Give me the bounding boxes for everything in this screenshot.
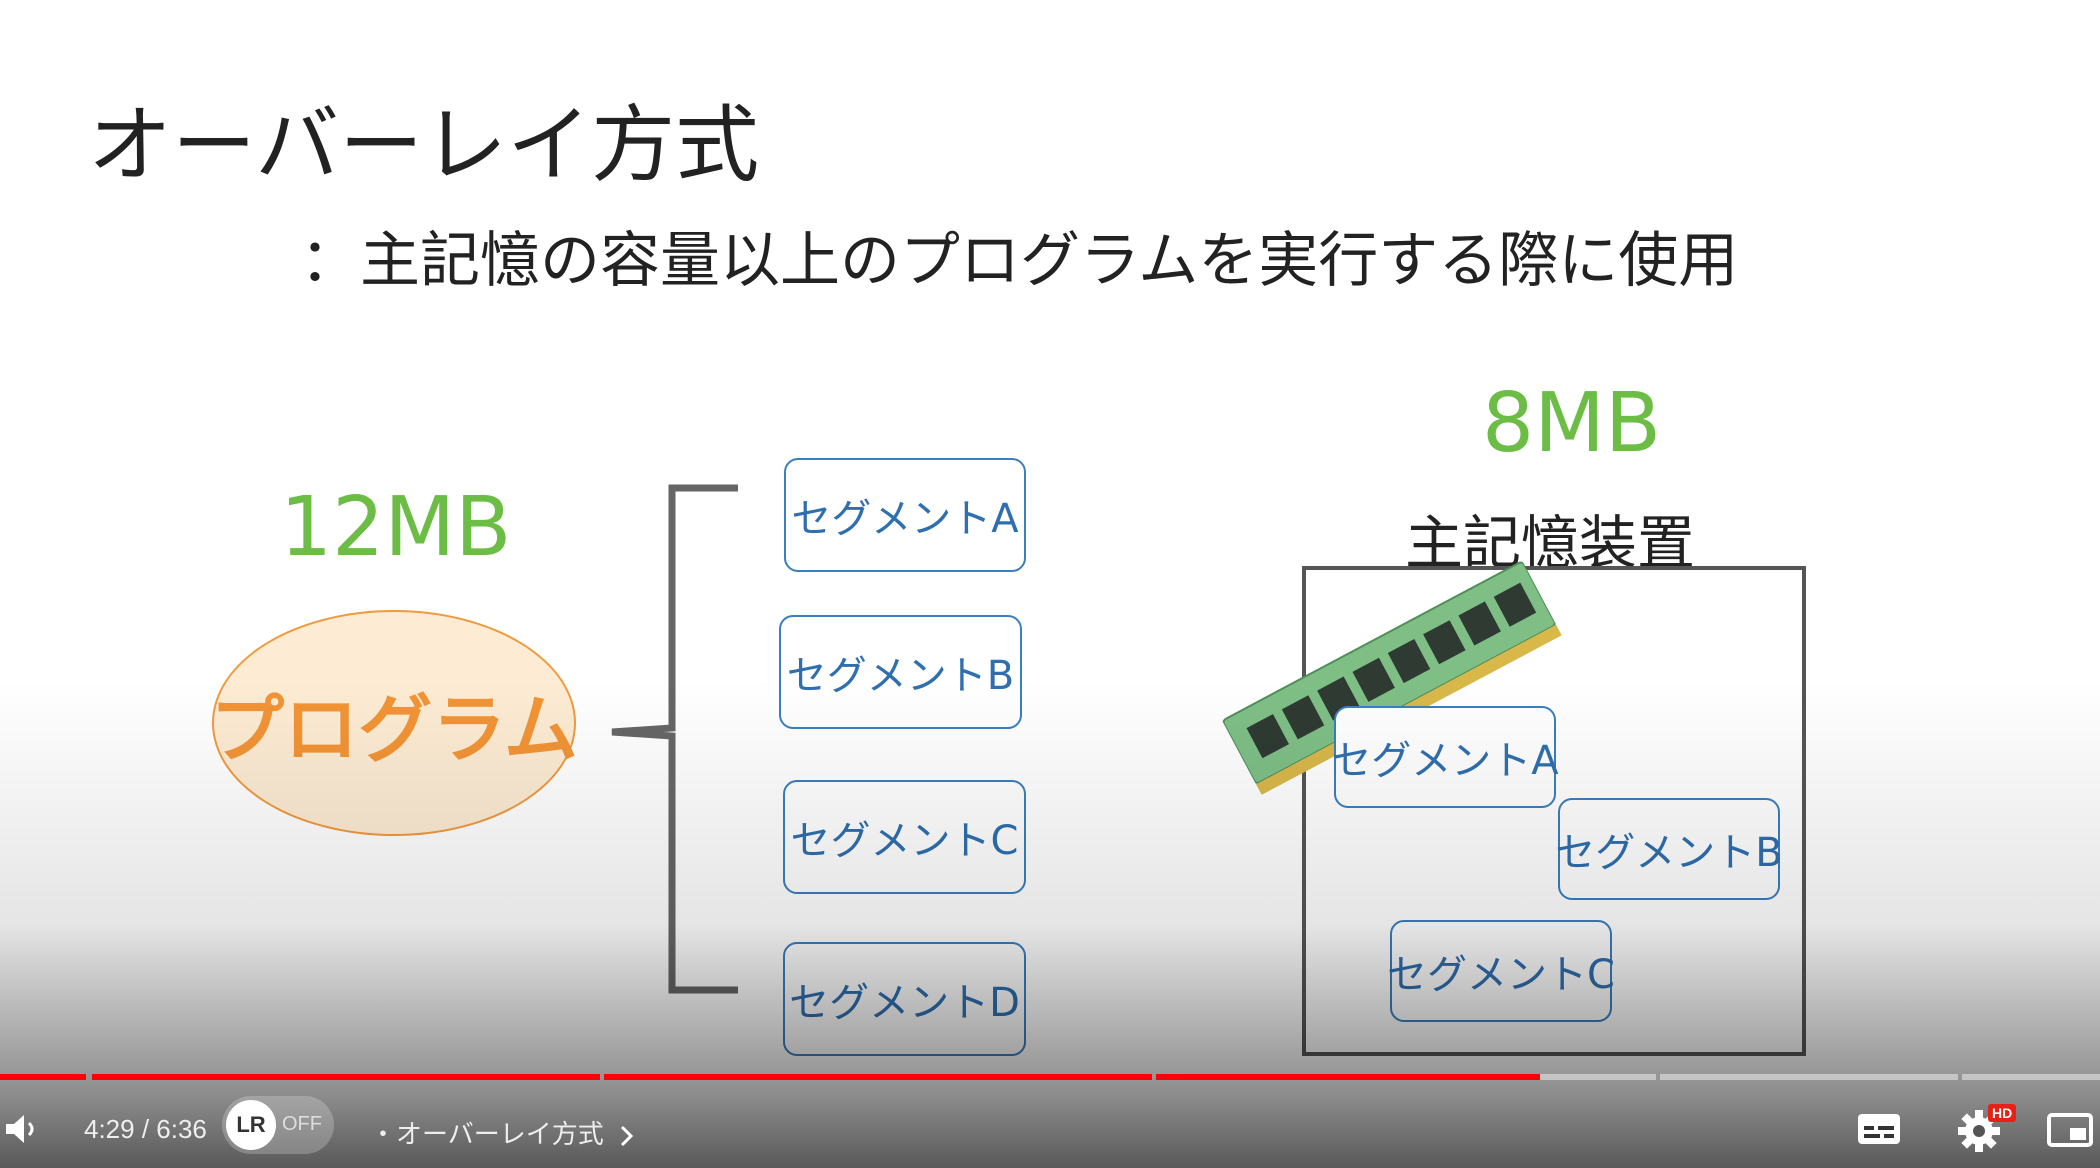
lr-toggle-state: OFF <box>282 1113 322 1135</box>
progress-chapter[interactable] <box>92 1074 600 1080</box>
segment-d: セグメントD <box>783 942 1026 1056</box>
player-controls: 4:29 / 6:36 LR OFF ・オーバーレイ方式 <box>0 1088 2100 1168</box>
brace-bracket <box>611 484 738 994</box>
memory-size-label: 8MB <box>1482 376 1662 471</box>
segment-a: セグメントA <box>784 458 1026 572</box>
hd-badge: HD <box>1988 1104 2017 1122</box>
segment-c: セグメントC <box>783 780 1026 894</box>
program-ellipse: プログラム <box>210 610 578 836</box>
chapter-title-text: ・オーバーレイ方式 <box>370 1119 604 1149</box>
program-size-label: 12MB <box>280 480 512 575</box>
memory-segment-a: セグメントA <box>1331 706 1559 808</box>
progress-chapter[interactable] <box>1962 1074 2100 1080</box>
progress-chapter[interactable] <box>0 1074 86 1080</box>
program-label: プログラム <box>210 686 578 773</box>
subtitles-icon[interactable] <box>1856 1112 1902 1146</box>
progress-chapter[interactable] <box>1156 1074 1656 1080</box>
progress-chapter[interactable] <box>1660 1074 1958 1080</box>
lr-toggle-icon: LR <box>226 1100 276 1150</box>
segment-b: セグメントB <box>779 615 1022 729</box>
slide-subtitle: ：主記憶の容量以上のプログラムを実行する際に使用 <box>300 226 1739 296</box>
lr-toggle[interactable]: LR OFF <box>222 1096 334 1154</box>
memory-segment-c: セグメントC <box>1387 920 1615 1022</box>
chapter-title[interactable]: ・オーバーレイ方式 <box>370 1114 637 1151</box>
miniplayer-icon[interactable] <box>2046 1112 2094 1148</box>
volume-icon[interactable] <box>4 1112 38 1146</box>
settings-button[interactable]: HD <box>1956 1104 2017 1156</box>
memory-segment-b: セグメントB <box>1555 798 1783 900</box>
progress-chapter[interactable] <box>604 1074 1152 1080</box>
time-display: 4:29 / 6:36 <box>84 1114 207 1144</box>
progress-bar[interactable] <box>0 1074 2100 1080</box>
memory-label: 主記憶装置 <box>1405 509 1696 577</box>
chevron-right-icon <box>620 1126 634 1147</box>
slide-title: オーバーレイ方式 <box>88 96 760 194</box>
